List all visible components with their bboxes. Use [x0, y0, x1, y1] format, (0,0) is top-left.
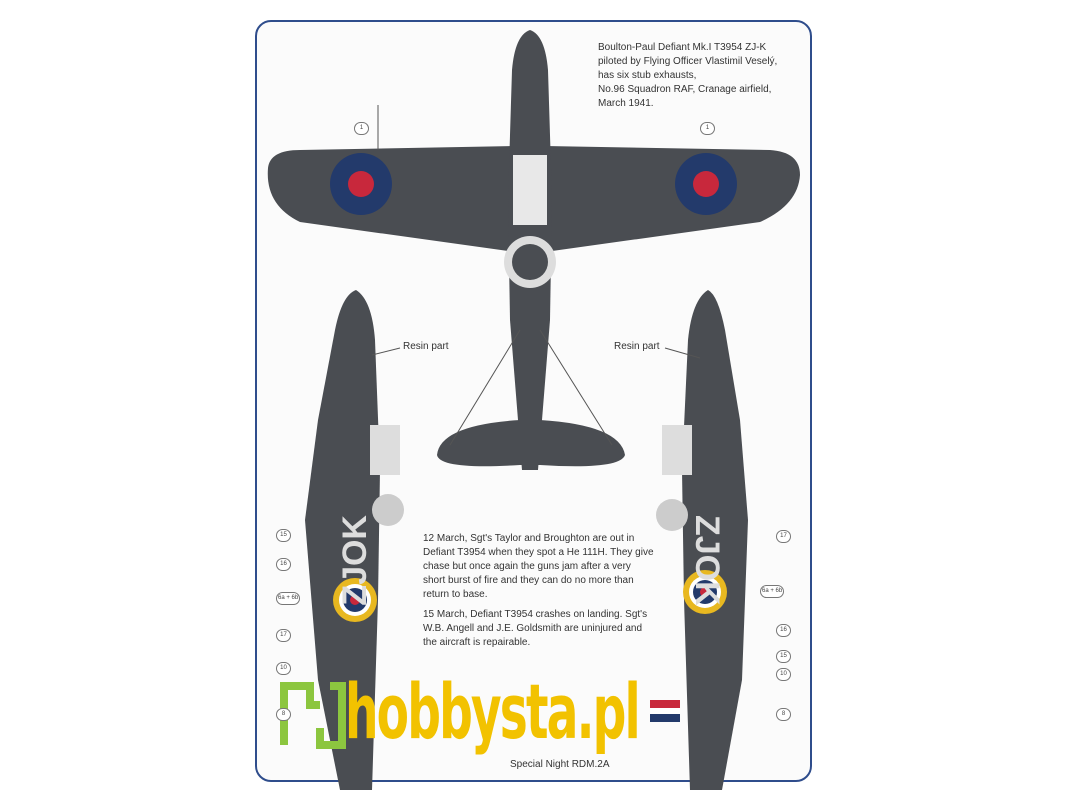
roundel-right-wing	[675, 153, 737, 215]
top-tailplane	[437, 420, 625, 467]
fuselage-code-right: ZJOK	[688, 515, 726, 606]
description-line: piloted by Flying Officer Vlastimil Vese…	[598, 56, 778, 67]
callout-top-left: 1	[354, 122, 369, 135]
callout-right: 15	[776, 650, 791, 663]
history-text: 12 March, Sgt's Taylor and Broughton are…	[423, 532, 655, 656]
roundel-left-wing	[330, 153, 392, 215]
description-line: Boulton-Paul Defiant Mk.I T3954 ZJ-K	[598, 42, 767, 53]
fuselage-code-left: ZJOK	[336, 515, 374, 606]
fin-flash	[650, 700, 680, 722]
resin-leader-left	[371, 347, 401, 356]
resin-leader-right	[664, 347, 701, 359]
scheme-caption: Special Night RDM.2A	[510, 759, 610, 770]
aerial-wire-right	[539, 329, 613, 446]
history-paragraph: 15 March, Defiant T3954 crashes on landi…	[423, 609, 648, 648]
callout-right: 16	[776, 624, 791, 637]
resin-part-label-left: Resin part	[403, 341, 449, 352]
callout-left: 10	[276, 662, 291, 675]
callout-right: 8	[776, 708, 791, 721]
top-canopy	[513, 155, 547, 225]
callout-top-right: 1	[700, 122, 715, 135]
aerial-wire-left	[449, 329, 521, 446]
aircraft-description: Boulton-Paul Defiant Mk.I T3954 ZJ-K pil…	[598, 41, 777, 111]
history-paragraph: 12 March, Sgt's Taylor and Broughton are…	[423, 533, 654, 600]
callout-left: 15	[276, 529, 291, 542]
callout-left: 6a + 6b	[276, 592, 301, 605]
description-line: has six stub exhausts,	[598, 70, 697, 81]
callout-right: 6a + 6b	[760, 585, 785, 598]
callout-right: 17	[776, 530, 791, 543]
top-view-aircraft	[267, 30, 800, 470]
resin-part-label-right: Resin part	[614, 341, 660, 352]
callout-right: 10	[776, 668, 791, 681]
callout-left: 8	[276, 708, 291, 721]
description-line: No.96 Squadron RAF, Cranage airfield,	[598, 84, 772, 95]
left-side-aircraft	[305, 290, 404, 790]
callout-left: 17	[276, 629, 291, 642]
watermark-logo-icon	[280, 682, 346, 749]
right-side-aircraft	[656, 290, 748, 790]
description-line: March 1941.	[598, 98, 654, 109]
watermark-text: hobbysta.pl	[345, 667, 641, 756]
callout-left: 16	[276, 558, 291, 571]
